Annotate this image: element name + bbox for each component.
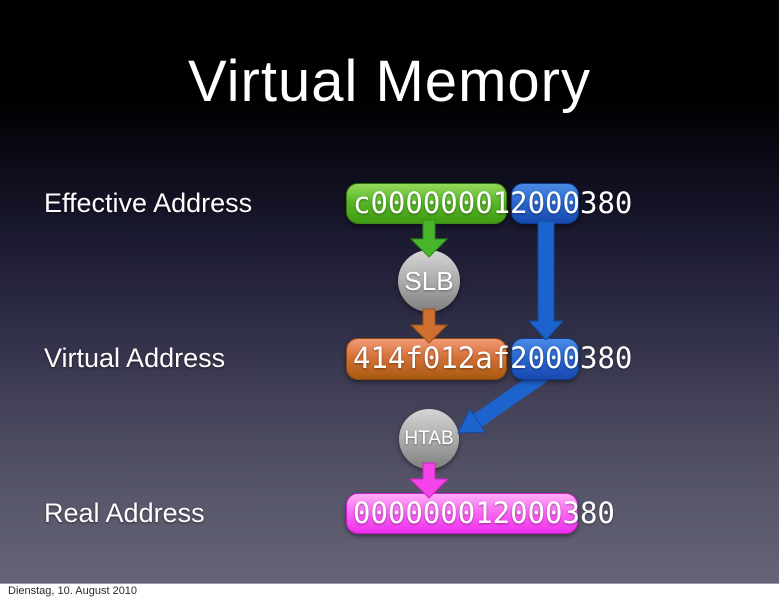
- virtual-page-text: 2000: [510, 341, 580, 375]
- slb-node-label: SLB: [404, 265, 454, 296]
- htab-node-label: HTAB: [404, 428, 454, 449]
- blue-vertical-arrow: [527, 220, 565, 341]
- htab-node: HTAB: [399, 409, 459, 469]
- real-offset-text: 380: [562, 496, 615, 530]
- slb-node: SLB: [398, 250, 460, 312]
- effective-esid-box: [346, 183, 507, 224]
- footer-strip: Dienstag, 10. August 2010: [0, 584, 779, 600]
- real-address-value: 000000012000380: [353, 493, 615, 534]
- footer-date: Dienstag, 10. August 2010: [8, 585, 138, 597]
- real-frame-text: 000000012000: [353, 496, 563, 530]
- real-frame-box: [346, 493, 578, 534]
- slide-canvas: Virtual Memory Effective Address c000000…: [0, 0, 779, 584]
- effective-address-value: c000000012000380: [353, 183, 632, 224]
- effective-offset-text: 380: [579, 186, 633, 220]
- effective-page-box: [511, 183, 579, 224]
- effective-page-text: 2000: [510, 186, 580, 220]
- virtual-address-value: 414f012af2000380: [353, 338, 632, 379]
- effective-esid-text: c00000001: [353, 186, 511, 220]
- slide-title: Virtual Memory: [188, 49, 591, 114]
- virtual-offset-text: 380: [579, 341, 633, 375]
- real-address-label: Real Address: [44, 498, 205, 528]
- virtual-address-label: Virtual Address: [44, 343, 226, 373]
- blue-diagonal-arrow-head: [457, 407, 486, 434]
- effective-address-label: Effective Address: [44, 188, 253, 218]
- virtual-vsid-text: 414f012af: [353, 341, 511, 375]
